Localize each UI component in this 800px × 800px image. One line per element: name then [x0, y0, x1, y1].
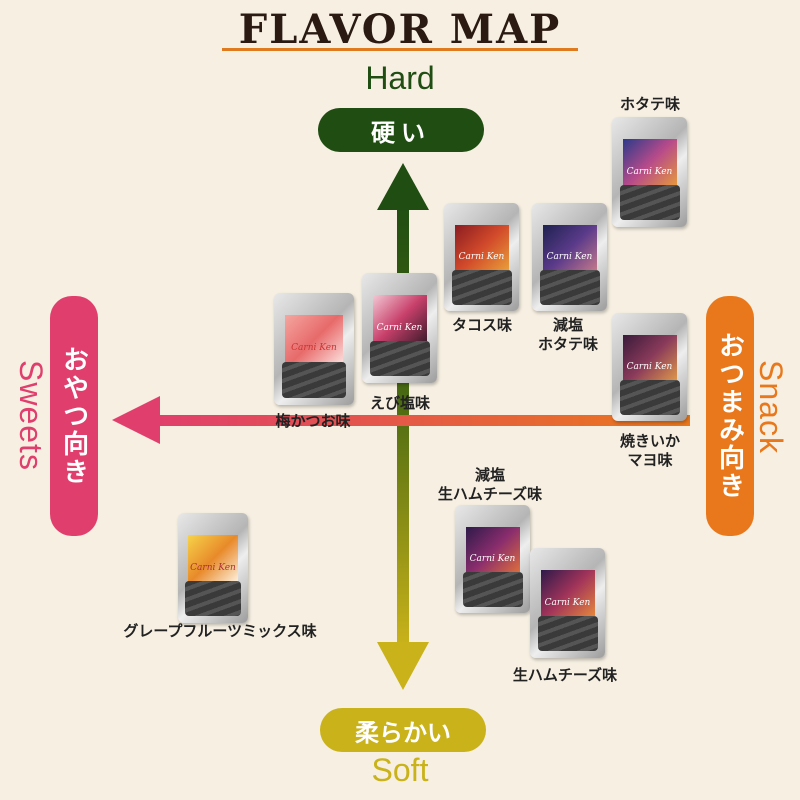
axis-right-en: Snack	[753, 360, 789, 454]
product-label-yakiika-mayo: 焼きいか マヨ味	[619, 432, 680, 469]
brand-logo: Carni Ken	[469, 553, 516, 564]
product-label-ebishio: えび塩味	[369, 394, 430, 412]
product-label-genen-namaham: 減塩 生ハムチーズ味	[437, 466, 543, 503]
product-label-genen-hotate: 減塩 ホタテ味	[537, 316, 598, 353]
brand-logo: Carni Ken	[544, 597, 591, 608]
product-label-tacos: タコス味	[451, 316, 512, 334]
product-bag-tacos[interactable]: Carni Ken	[444, 203, 519, 311]
product-bag-namaham[interactable]: Carni Ken	[530, 548, 605, 658]
product-bag-yakiika-mayo[interactable]: Carni Ken	[612, 313, 687, 421]
product-bag-genen-namaham[interactable]: Carni Ken	[455, 505, 530, 613]
horizontal-axis-line	[150, 415, 690, 426]
axis-left-jp: おやつ向き	[58, 346, 89, 486]
axis-top-en: Hard	[365, 60, 435, 96]
axis-left-en: Sweets	[13, 360, 49, 471]
product-label-hotate: ホタテ味	[619, 95, 680, 113]
brand-logo: Carni Ken	[458, 251, 505, 262]
product-bag-hotate[interactable]: Carni Ken	[612, 117, 687, 227]
left-arrowhead	[112, 396, 160, 444]
title-underline	[222, 48, 578, 51]
brand-logo: Carni Ken	[190, 562, 236, 573]
brand-logo: Carni Ken	[291, 343, 337, 354]
axis-left-pill: おやつ向き	[50, 296, 98, 536]
down-arrowhead	[377, 642, 429, 690]
product-bag-genen-hotate[interactable]: Carni Ken	[532, 203, 607, 311]
page-title: FLAVOR MAP	[238, 6, 562, 53]
product-label-umekatsuo: 梅かつお味	[275, 412, 351, 430]
axis-right-jp: おつまみ向き	[714, 332, 745, 500]
axis-bottom-jp: 柔らかい	[355, 718, 451, 747]
up-arrowhead	[377, 163, 429, 210]
brand-logo: Carni Ken	[546, 251, 593, 262]
brand-logo: Carni Ken	[626, 361, 673, 372]
axis-top-pill: 硬い	[318, 108, 484, 152]
product-bag-umekatsuo[interactable]: Carni Ken	[274, 293, 354, 405]
axis-bottom-en: Soft	[371, 752, 429, 788]
product-label-grapefruit: グレープフルーツミックス味	[123, 622, 317, 640]
product-label-namaham: 生ハムチーズ味	[512, 666, 618, 684]
product-bag-ebishio[interactable]: Carni Ken	[362, 273, 437, 383]
axis-bottom-pill: 柔らかい	[320, 708, 486, 752]
axis-right-pill: おつまみ向き	[706, 296, 754, 536]
product-bag-grapefruit[interactable]: Carni Ken	[178, 513, 248, 623]
brand-logo: Carni Ken	[376, 322, 423, 333]
brand-logo: Carni Ken	[626, 166, 673, 177]
axis-top-jp: 硬い	[371, 118, 431, 147]
